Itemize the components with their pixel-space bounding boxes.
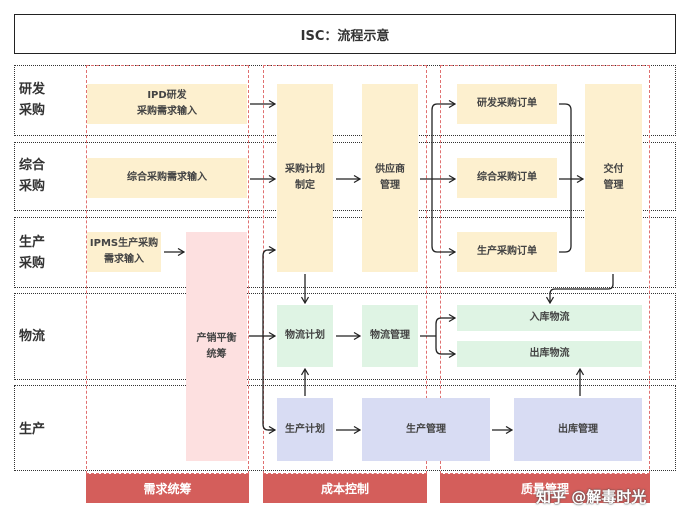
box-logistics-plan: 物流计划 xyxy=(277,305,333,367)
lane-production-purchase xyxy=(14,217,676,288)
box-production-order: 生产采购订单 xyxy=(457,232,557,272)
box-general-order: 综合采购订单 xyxy=(457,158,557,198)
box-production-plan: 生产计划 xyxy=(277,398,333,461)
box-inbound-logistics: 入库物流 xyxy=(457,305,642,331)
box-supplier-mgmt: 供应商 管理 xyxy=(362,84,418,272)
column-bar-cost: 成本控制 xyxy=(263,474,427,503)
lane-production xyxy=(14,385,676,471)
box-delivery-mgmt: 交付 管理 xyxy=(585,84,642,272)
column-outline-demand xyxy=(86,65,249,474)
box-rd-order: 研发采购订单 xyxy=(457,84,557,124)
lane-logistics xyxy=(14,293,676,380)
box-production-mgmt: 生产管理 xyxy=(362,398,490,461)
watermark: 知乎 @解毒时光 xyxy=(536,488,647,506)
column-outline-quality xyxy=(440,65,650,474)
column-bar-quality: 质量管理 xyxy=(440,474,650,503)
box-general-input: 综合采购需求输入 xyxy=(87,158,247,198)
box-purchase-plan: 采购计划 制定 xyxy=(277,84,333,272)
lane-label-rd-purchase: 研发 采购 xyxy=(19,82,46,118)
box-ipd-input: IPD研发 采购需求输入 xyxy=(87,84,247,124)
column-bar-demand: 需求统筹 xyxy=(86,474,249,503)
box-logistics-mgmt: 物流管理 xyxy=(362,305,418,367)
box-outbound-mgmt: 出库管理 xyxy=(514,398,642,461)
lane-label-production-purchase: 生产 采购 xyxy=(19,235,46,271)
lane-label-production: 生产 xyxy=(19,422,46,437)
box-outbound-logistics: 出库物流 xyxy=(457,341,642,367)
diagram-title: ISC：流程示意 xyxy=(14,14,676,54)
box-ipms-input: IPMS生产采购 需求输入 xyxy=(87,232,161,272)
lane-label-logistics: 物流 xyxy=(19,329,46,344)
lane-general-purchase xyxy=(14,142,676,211)
lane-label-general-purchase: 综合 采购 xyxy=(19,158,46,194)
box-sales-balance: 产销平衡 统筹 xyxy=(186,232,247,461)
